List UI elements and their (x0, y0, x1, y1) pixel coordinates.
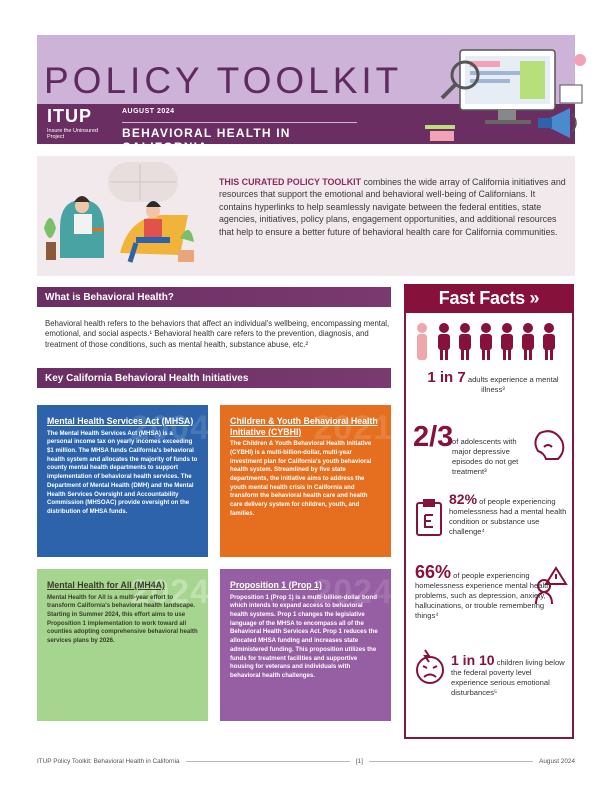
logo-text: ITUP (47, 106, 93, 126)
sad-face-icon (534, 430, 565, 460)
card-title-link[interactable]: Proposition 1 (Prop 1) (230, 580, 322, 590)
key-initiatives-heading: Key California Behavioral Health Initiat… (37, 368, 391, 388)
itup-logo: ITUP Insure the Uninsured Project (47, 106, 107, 140)
card-mhsa: 2004 Mental Health Services Act (MHSA) T… (37, 405, 208, 557)
fact-text: of people experiencing homelessness expe… (415, 571, 551, 620)
issue-date: AUGUST 2024 (122, 108, 175, 115)
logo-subtext: Insure the Uninsured Project (47, 128, 99, 140)
what-is-heading: What is Behavioral Health? (37, 287, 391, 307)
footer-date: August 2024 (539, 758, 575, 765)
page-title: POLICY TOOLKIT (44, 60, 403, 101)
card-body: Mental Health for All is a multi-year ef… (47, 593, 198, 645)
fact-4: 66% of people experiencing homelessness … (415, 563, 567, 621)
fact-5: 1 in 10 children living below the federa… (451, 652, 569, 698)
fact-stat: 2/3 (413, 421, 454, 453)
page-subtitle: BEHAVIORAL HEALTH IN CALIFORNIA (122, 122, 357, 154)
fact-1: 1 in 7 adults experience a mental illnes… (418, 370, 568, 395)
stressed-person-icon (535, 566, 568, 605)
footer-title: ITUP Policy Toolkit: Behavioral Health i… (37, 758, 180, 765)
fact-2: of adolescents with major depressive epi… (452, 437, 519, 476)
card-prop1: 2024 Proposition 1 (Prop 1) Proposition … (220, 569, 391, 721)
fast-facts-heading: Fast Facts » (404, 284, 574, 313)
card-year-watermark: 2004 (130, 409, 208, 447)
fact-stat: 1 in 10 (451, 652, 495, 668)
what-is-body: Behavioral health refers to the behavior… (45, 319, 390, 349)
card-body: Proposition 1 (Prop 1) is a multi-billio… (230, 593, 378, 679)
card-year-watermark: 2024 (313, 573, 391, 611)
card-year-watermark: 2021 (313, 409, 391, 447)
card-mh4a: 2024 Mental Health for All (MH4A) Mental… (37, 569, 208, 721)
card-year-watermark: 2024 (130, 573, 208, 611)
people-row-icon (417, 323, 555, 360)
clipboard-icon (416, 499, 442, 536)
fact-text: adults experience a mental illness³ (465, 375, 559, 394)
footer-rule (185, 761, 350, 762)
fact-stat: 66% (415, 562, 452, 582)
intro-lead: THIS CURATED POLICY TOOLKIT (219, 177, 362, 187)
fact-text: children living below the federal povert… (451, 658, 565, 697)
card-title-link[interactable]: Mental Health for All (MH4A) (47, 580, 165, 590)
card-title-link[interactable]: Children & Youth Behavioral Health Initi… (230, 416, 378, 437)
fact-stat: 1 in 7 (427, 369, 466, 386)
page-footer: ITUP Policy Toolkit: Behavioral Health i… (37, 758, 575, 765)
distressed-face-icon (416, 649, 444, 684)
page-number: [1] (355, 758, 363, 765)
fact-stat: 82% (449, 491, 478, 507)
fact-3: 82% of people experiencing homelessness … (449, 491, 567, 537)
card-body: The Children & Youth Behavioral Health I… (230, 440, 372, 517)
fact-text: of people experiencing homelessness had … (449, 497, 567, 536)
card-title-link[interactable]: Mental Health Services Act (MHSA) (47, 416, 194, 426)
megaphone-illustration (425, 49, 586, 141)
card-cybhi: 2021 Children & Youth Behavioral Health … (220, 405, 391, 557)
therapy-session-illustration (44, 162, 194, 263)
footer-rule (368, 761, 534, 762)
intro-paragraph: THIS CURATED POLICY TOOLKIT combines the… (219, 176, 569, 238)
card-body: The Mental Health Services Act (MHSA) is… (47, 429, 198, 515)
intro-body: combines the wide array of California in… (219, 177, 566, 237)
